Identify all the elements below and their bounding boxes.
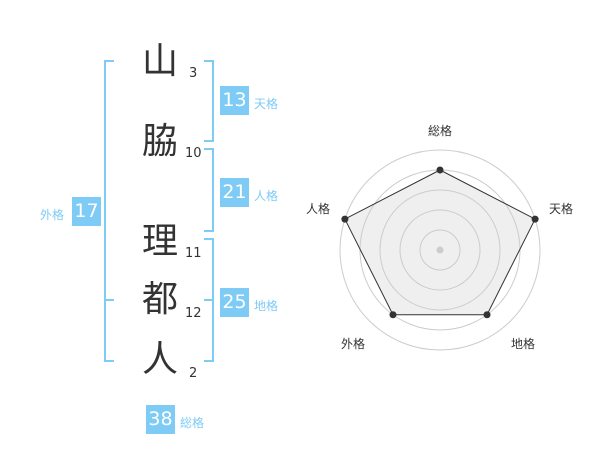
radar-axis-label: 人格 — [306, 202, 331, 216]
radar-point — [483, 311, 491, 319]
radar-point — [389, 311, 397, 319]
jinkaku-bracket — [204, 148, 214, 232]
radar-ring — [419, 229, 461, 271]
name-char: 脇 — [141, 121, 178, 162]
tenkaku-value: 13 — [220, 86, 249, 115]
radar-point — [436, 166, 444, 174]
tenkaku-bracket — [204, 60, 214, 142]
gaikaku-label: 外格 — [40, 208, 65, 222]
radar-axis-label: 外格 — [341, 337, 366, 351]
jinkaku-label: 人格 — [254, 189, 279, 203]
name-char: 理 — [141, 221, 178, 262]
radar-axis-label: 地格 — [511, 337, 536, 351]
gaikaku-value: 17 — [72, 197, 101, 226]
soukaku-label: 総格 — [180, 416, 205, 430]
name-char: 山 — [141, 41, 178, 82]
stroke-count: 2 — [189, 366, 198, 381]
radar-ring — [339, 149, 541, 351]
radar-point — [531, 215, 539, 223]
jinkaku-value: 21 — [220, 178, 249, 207]
stroke-count: 10 — [185, 146, 202, 161]
radar-point — [341, 215, 349, 223]
radar-center — [436, 246, 444, 254]
name-char: 人 — [141, 339, 178, 380]
name-char: 都 — [141, 279, 178, 320]
radar-axis-label: 天格 — [549, 202, 574, 216]
radar-axis-label: 総格 — [428, 124, 453, 138]
chikaku-value: 25 — [220, 288, 249, 317]
tenkaku-label: 天格 — [254, 97, 279, 111]
stroke-count: 3 — [189, 66, 198, 81]
gaikaku-bracket-tick — [104, 299, 114, 301]
radar-area — [344, 170, 536, 315]
soukaku-value: 38 — [146, 405, 175, 434]
stroke-count: 12 — [185, 306, 202, 321]
gaikaku-bracket — [104, 60, 114, 362]
radar-outline — [344, 169, 536, 316]
chikaku-bracket — [204, 238, 214, 362]
chikaku-bracket-tick — [204, 299, 212, 301]
chikaku-label: 地格 — [254, 299, 279, 313]
radar-ring — [399, 209, 481, 291]
radar-ring — [379, 189, 501, 311]
stroke-count: 11 — [185, 246, 202, 261]
